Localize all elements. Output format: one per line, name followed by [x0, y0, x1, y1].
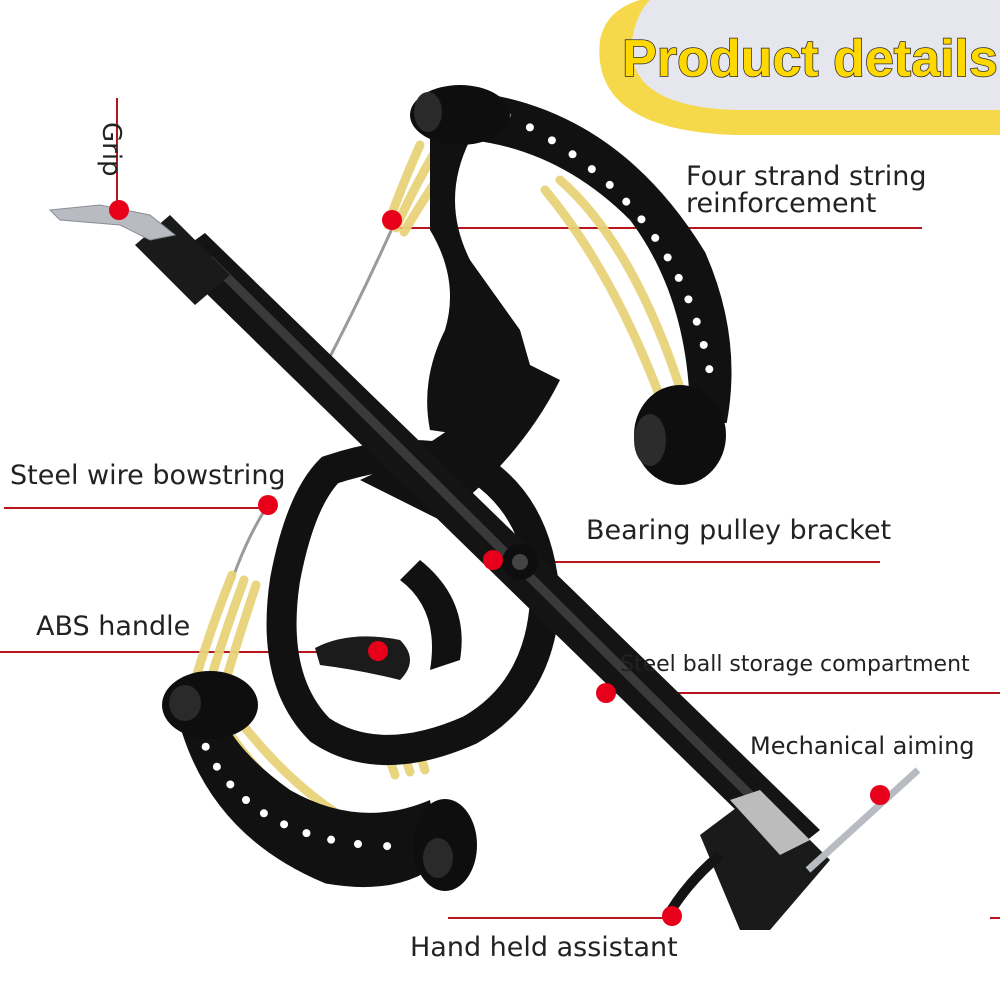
bearing-pulley-label: Bearing pulley bracket — [586, 515, 892, 546]
banner-background — [631, 0, 1000, 110]
limb-hole — [705, 365, 714, 374]
steel-ball-label: Steel ball storage compartment — [620, 652, 970, 677]
abs-handle-grip — [315, 636, 410, 680]
limb-hole — [692, 317, 701, 326]
limb-hole — [226, 780, 235, 789]
rail-end-plate — [730, 790, 810, 855]
limb-hole — [605, 180, 614, 189]
lower-limb — [174, 690, 447, 888]
steel-wire-label: Steel wire bowstring — [10, 460, 286, 491]
upper-cable — [320, 221, 397, 373]
limb-hole — [201, 742, 210, 751]
abs-handle-marker — [368, 641, 388, 661]
hand-held-hook — [665, 851, 724, 915]
title-banner — [599, 0, 1000, 135]
rail-end-block — [700, 790, 830, 930]
grip-metal-hook — [48, 204, 177, 241]
lower-left-pulley — [162, 671, 258, 739]
grip-marker — [109, 200, 129, 220]
limb-hole — [547, 136, 556, 145]
rail-highlight — [205, 256, 800, 843]
reinforcement-label: reinforcement — [686, 188, 877, 219]
limb-hole — [663, 253, 672, 262]
hand-held-label: Hand held assistant — [410, 932, 678, 963]
mechanical-aiming-pin — [805, 767, 921, 873]
limb-hole — [280, 820, 289, 829]
bottom-pulley — [413, 799, 477, 891]
right-pulley — [634, 385, 726, 485]
mechanical-aiming-marker — [870, 785, 890, 805]
limb-hole — [568, 150, 577, 159]
hand-held-marker — [662, 906, 682, 926]
limb-hole — [637, 215, 646, 224]
steel-ball-marker — [596, 683, 616, 703]
upper-arc-frame — [477, 93, 732, 424]
limb-hole — [383, 842, 392, 851]
limb-hole — [651, 233, 660, 242]
limb-hole — [354, 840, 362, 848]
limb-hole — [525, 123, 534, 132]
limb-hole — [699, 340, 708, 349]
steel-wire-marker — [258, 495, 278, 515]
upper-limb-plate — [427, 94, 721, 441]
lower-limb-plate — [180, 690, 440, 880]
four-strand-marker — [382, 210, 402, 230]
riser-web-2 — [400, 560, 462, 670]
upper-limb — [427, 93, 732, 441]
upper-pulley — [410, 85, 510, 145]
banner-title: Product details — [622, 30, 998, 88]
limb-hole — [302, 829, 311, 838]
lower-arc-holes — [192, 720, 392, 851]
mechanical-aiming-label: Mechanical aiming — [750, 732, 975, 760]
four-strand-label: Four strand string — [686, 161, 927, 192]
limb-hole — [674, 273, 683, 282]
limb-hole — [622, 197, 631, 206]
limb-hole — [212, 762, 221, 771]
limb-hole — [259, 809, 268, 818]
abs-handle-label: ABS handle — [36, 611, 191, 642]
marker-dots — [109, 200, 890, 926]
limb-hole — [587, 165, 596, 174]
bearing-pulley-marker — [483, 550, 503, 570]
grip-label: Grip — [96, 122, 126, 177]
right-band-1 — [555, 175, 695, 425]
lower-arc-frame — [174, 696, 447, 888]
bearing-pulley — [502, 544, 538, 580]
limb-hole — [242, 796, 250, 804]
pulleys — [162, 85, 726, 891]
limb-hole — [327, 835, 336, 844]
limb-hole — [684, 295, 693, 304]
